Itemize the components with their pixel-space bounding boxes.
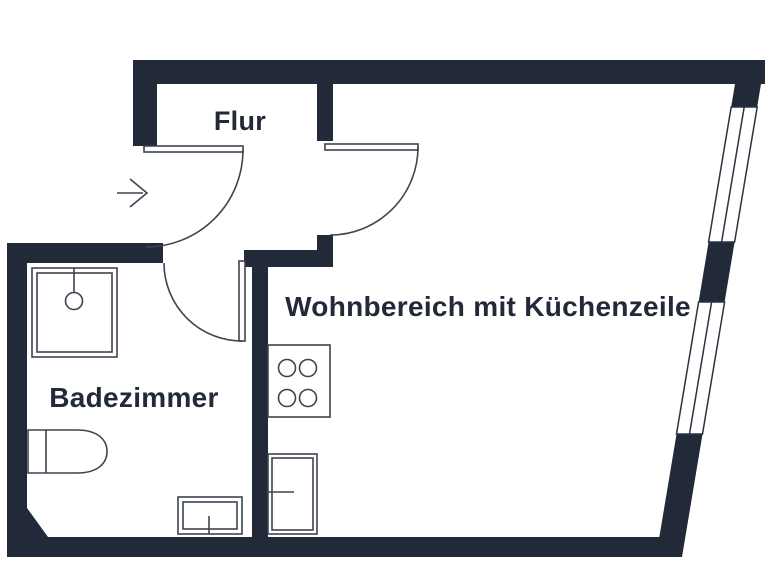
wall-entry-left-stub [133,60,157,146]
wall-partition-horizontal [244,250,333,267]
stove-outline [267,344,331,418]
burner-icon [298,388,318,408]
wall-partition-vertical [252,267,268,539]
sink-inner [271,457,314,531]
sink-outer [177,496,243,535]
sink-inner [182,501,238,530]
toilet-outline [27,429,108,474]
window-glass-line [720,106,745,243]
window-glass-line [688,301,713,435]
door-leaf [238,260,246,342]
door-swing-arc [329,146,419,236]
bathroom-door [163,260,246,342]
wall-left [7,244,48,557]
sink-outer [267,453,318,535]
door-swing-arc [163,262,243,342]
burner-icon [277,388,297,408]
shower-drain-icon [64,291,84,311]
room-label-flur: Flur [214,106,266,136]
entrance-door [143,145,244,248]
arrow-head [129,178,149,208]
wall-top [133,60,765,84]
wall-bottom [7,537,682,557]
door-leaf [143,145,244,153]
bathroom-sink [177,496,243,535]
door-swing-arc [145,149,244,248]
burner-icon [277,358,297,378]
wall-bathroom-top [7,243,163,263]
kitchen-sink [266,453,318,535]
burner-icon [298,358,318,378]
living-room-door [324,143,419,236]
window-right-upper [707,106,759,243]
wall-partition-stub [317,235,333,252]
door-leaf [324,143,419,151]
room-label-badezimmer: Badezimmer [49,382,219,413]
stove [267,344,331,418]
entry-arrow-icon [117,178,149,208]
window-right-lower [675,301,726,435]
toilet [27,429,108,474]
wall-flur-right-stub [317,84,333,141]
shower [31,267,118,358]
room-label-wohnbereich: Wohnbereich mit Küchenzeile [285,291,691,322]
